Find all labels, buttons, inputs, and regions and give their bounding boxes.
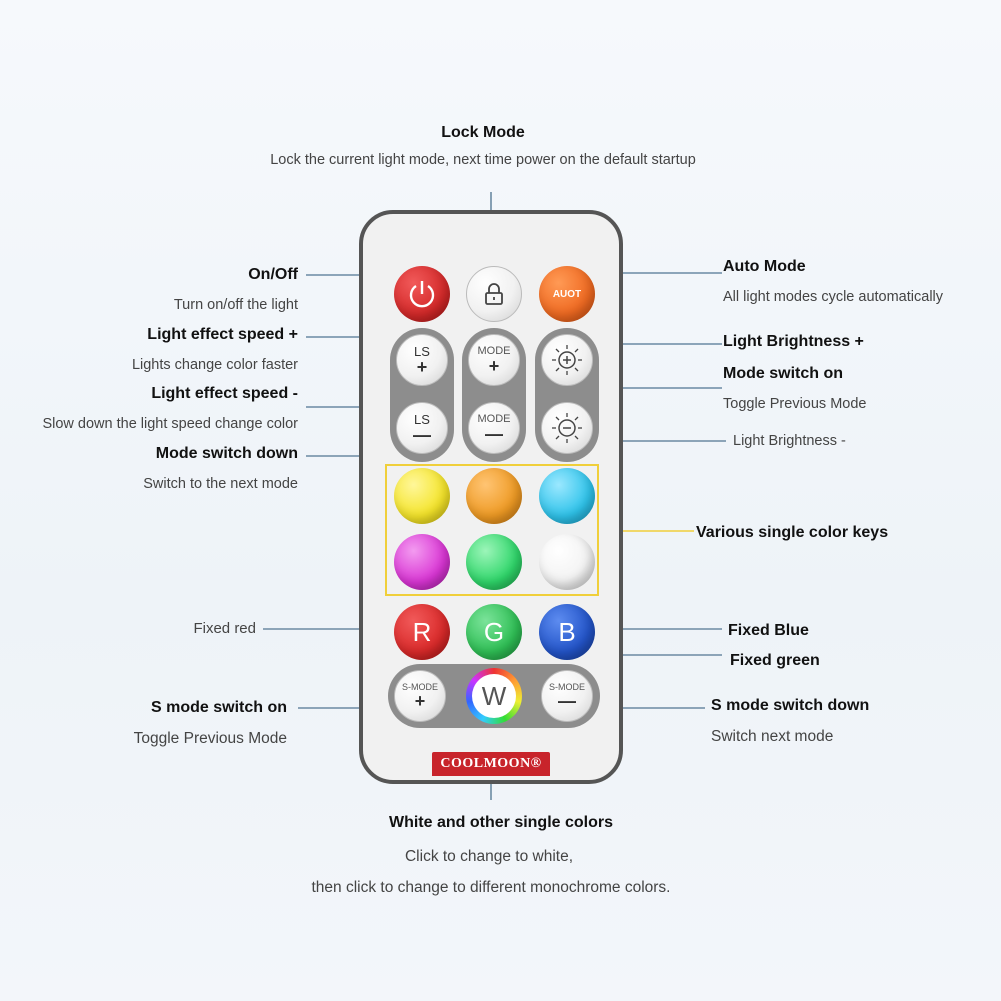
mode-on-desc: Toggle Previous Mode — [723, 396, 867, 412]
auto-label: AUOT — [552, 288, 582, 300]
mode-down-button[interactable]: MODE— — [468, 402, 520, 454]
brightness-minus-button[interactable] — [541, 402, 593, 454]
brand-logo: COOLMOON® — [432, 752, 550, 776]
smode-down-button[interactable]: S-MODE— — [541, 670, 593, 722]
w-label: W — [481, 680, 507, 711]
mode-down-desc: Switch to the next mode — [143, 476, 298, 492]
minus-symbol: — — [558, 690, 576, 711]
onoff-title: On/Off — [248, 266, 298, 283]
minus-symbol: — — [413, 424, 431, 445]
fixed-green-button[interactable]: G — [466, 604, 522, 660]
fixed-green-label: Fixed green — [730, 652, 820, 669]
power-icon — [409, 281, 435, 308]
fixed-blue-label: Fixed Blue — [728, 622, 809, 639]
mode-label: MODE — [477, 344, 511, 357]
white-cycle-face: W — [472, 674, 516, 718]
brightness-plus-button[interactable] — [541, 334, 593, 386]
speed-plus-title: Light effect speed + — [147, 326, 298, 343]
plus-symbol: + — [416, 356, 428, 377]
color-keys-title: Various single color keys — [696, 524, 889, 541]
brightness-minus-icon — [552, 413, 582, 443]
smode-on-desc: Toggle Previous Mode — [133, 730, 287, 747]
auto-mode-title: Auto Mode — [723, 258, 806, 275]
remote-control: AUOT LS+ LS— MODE+ MODE— — [359, 210, 623, 784]
speed-plus-button[interactable]: LS+ — [396, 334, 448, 386]
speed-minus-button[interactable]: LS— — [396, 402, 448, 454]
g-label: G — [483, 616, 505, 647]
lock-mode-desc: Lock the current light mode, next time p… — [270, 152, 696, 168]
fixed-blue-button[interactable]: B — [539, 604, 595, 660]
smode-down-title: S mode switch down — [711, 697, 870, 714]
minus-symbol: — — [485, 423, 503, 444]
smode-on-title: S mode switch on — [150, 699, 287, 716]
auto-mode-desc: All light modes cycle automatically — [723, 289, 944, 305]
b-label: B — [558, 616, 576, 647]
magenta-key[interactable] — [394, 534, 450, 590]
white-desc-2: then click to change to different monoch… — [311, 879, 671, 896]
smode-down-desc: Switch next mode — [711, 728, 834, 745]
mode-down-title: Mode switch down — [155, 445, 298, 462]
smode-label: S-MODE — [402, 681, 438, 692]
speed-minus-title: Light effect speed - — [151, 385, 298, 402]
power-button[interactable] — [394, 266, 450, 322]
orange-key[interactable] — [466, 468, 522, 524]
lock-mode-title: Lock Mode — [441, 124, 525, 141]
mode-label: MODE — [477, 412, 511, 425]
fixed-red-button[interactable]: R — [394, 604, 450, 660]
green-key[interactable] — [466, 534, 522, 590]
r-label: R — [412, 616, 432, 647]
plus-symbol: + — [488, 355, 500, 376]
mode-up-button[interactable]: MODE+ — [468, 334, 520, 386]
white-cycle-button[interactable]: W — [466, 668, 522, 724]
white-desc-1: Click to change to white, — [404, 848, 574, 865]
onoff-desc: Turn on/off the light — [173, 297, 298, 313]
speed-plus-desc: Lights change color faster — [131, 357, 298, 373]
smode-label: S-MODE — [549, 681, 585, 692]
white-title: White and other single colors — [388, 814, 614, 831]
bright-plus-title: Light Brightness + — [723, 333, 864, 350]
brightness-plus-icon — [552, 345, 582, 375]
white-key[interactable] — [539, 534, 595, 590]
speed-minus-desc: Slow down the light speed change color — [42, 416, 298, 432]
mode-on-title: Mode switch on — [723, 365, 843, 382]
yellow-key[interactable] — [394, 468, 450, 524]
color-keys-frame — [385, 464, 599, 596]
ls-label: LS — [414, 411, 430, 427]
fixed-red-label: Fixed red — [193, 620, 256, 637]
lock-icon — [485, 283, 503, 305]
plus-symbol: + — [414, 690, 426, 711]
cyan-key[interactable] — [539, 468, 595, 524]
ls-label: LS — [414, 343, 430, 359]
lock-mode-button[interactable] — [466, 266, 522, 322]
bright-minus-title: Light Brightness - — [733, 433, 846, 449]
smode-up-button[interactable]: S-MODE+ — [394, 670, 446, 722]
auto-mode-button[interactable]: AUOT — [539, 266, 595, 322]
